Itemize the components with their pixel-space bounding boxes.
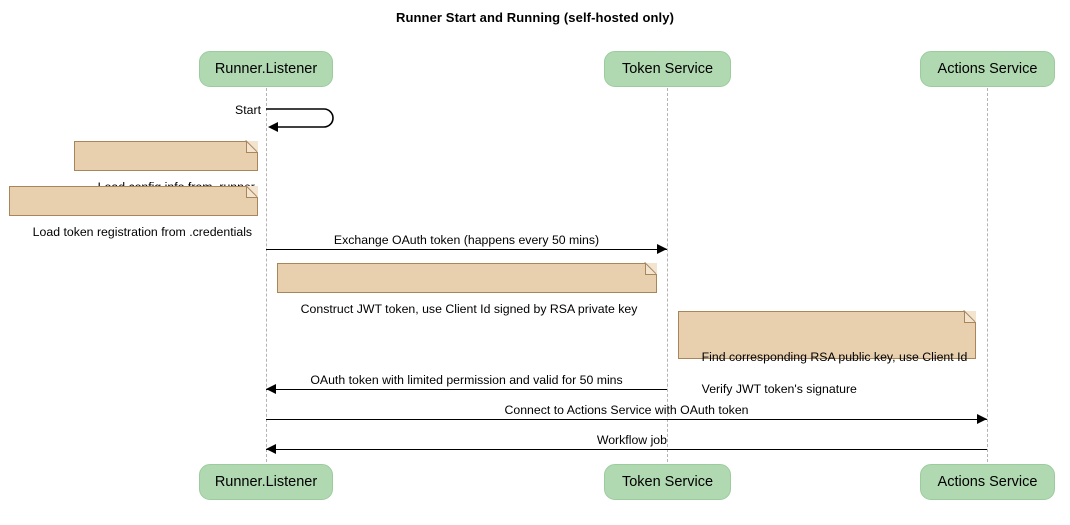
message-line-workflow-job: [266, 449, 987, 450]
arrow-head-left-icon: [266, 444, 276, 454]
note-fold-icon: [964, 311, 976, 323]
note-load-token-registration: Load token registration from .credential…: [9, 186, 258, 239]
participant-label: Token Service: [621, 61, 714, 77]
participant-actions-service-top[interactable]: Actions Service: [920, 51, 1055, 87]
note-load-config: Load config info from .runner: [74, 141, 258, 194]
participant-runner-listener-bottom[interactable]: Runner.Listener: [199, 464, 333, 500]
note-text-line-2: Verify JWT token's signature: [701, 382, 857, 396]
message-line-exchange-oauth-token: [266, 249, 667, 250]
message-label-workflow-job: Workflow job: [596, 433, 667, 447]
message-label-oauth-token-response: OAuth token with limited permission and …: [310, 373, 623, 387]
note-text: Construct JWT token, use Client Id signe…: [300, 302, 638, 316]
lifeline-actions-service: [987, 88, 988, 462]
note-fold-icon: [246, 141, 258, 153]
note-fold-icon: [246, 186, 258, 198]
participant-token-service-top[interactable]: Token Service: [604, 51, 731, 87]
arrow-head-right-icon: [657, 244, 667, 254]
lifeline-token-service: [667, 88, 668, 462]
participant-label: Actions Service: [937, 474, 1038, 490]
lifeline-runner-listener: [266, 88, 267, 462]
participant-label: Runner.Listener: [214, 474, 318, 490]
participant-label: Token Service: [621, 474, 714, 490]
self-message-loop-start: [266, 104, 346, 134]
note-construct-jwt: Construct JWT token, use Client Id signe…: [277, 263, 657, 316]
message-line-connect-to-actions-service: [266, 419, 987, 420]
message-label-connect-to-actions-service: Connect to Actions Service with OAuth to…: [504, 403, 749, 417]
diagram-title: Runner Start and Running (self-hosted on…: [395, 10, 675, 25]
note-verify-jwt: Find corresponding RSA public key, use C…: [678, 311, 976, 396]
participant-label: Runner.Listener: [214, 61, 318, 77]
note-fold-icon: [645, 263, 657, 275]
participant-actions-service-bottom[interactable]: Actions Service: [920, 464, 1055, 500]
participant-label: Actions Service: [937, 61, 1038, 77]
arrow-head-right-icon: [977, 414, 987, 424]
note-text: Load token registration from .credential…: [32, 225, 253, 239]
message-line-oauth-token-response: [266, 389, 667, 390]
arrow-head-left-icon: [266, 384, 276, 394]
message-label-exchange-oauth-token: Exchange OAuth token (happens every 50 m…: [333, 233, 600, 247]
self-message-label-start: Start: [235, 103, 261, 117]
participant-token-service-bottom[interactable]: Token Service: [604, 464, 731, 500]
note-text-line-1: Find corresponding RSA public key, use C…: [701, 350, 968, 364]
participant-runner-listener-top[interactable]: Runner.Listener: [199, 51, 333, 87]
